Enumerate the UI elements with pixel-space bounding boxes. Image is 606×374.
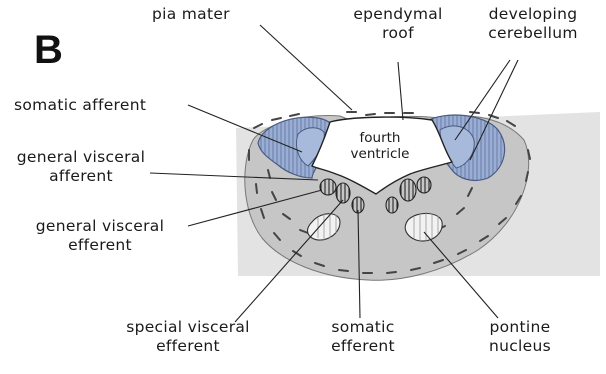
leader-ependymal-roof (398, 62, 403, 120)
label-somatic-afferent: somatic afferent (14, 96, 146, 115)
somatic-efferent-nucleus-right (386, 197, 398, 213)
label-general-visceral-efferent: general visceral efferent (14, 217, 186, 255)
label-pia-mater: pia mater (152, 5, 230, 24)
label-developing-cerebellum: developing cerebellum (472, 5, 594, 43)
general-visceral-efferent-nucleus-right (417, 177, 431, 193)
label-somatic-efferent: somatic efferent (320, 318, 406, 356)
label-ependymal-roof: ependymal roof (324, 5, 472, 43)
general-visceral-afferent-nucleus (320, 179, 336, 195)
label-pontine-nucleus: pontine nucleus (478, 318, 562, 356)
label-special-visceral-efferent: special visceral efferent (106, 318, 270, 356)
label-general-visceral-afferent: general visceral afferent (12, 148, 150, 186)
special-visceral-efferent-nucleus-right (400, 179, 416, 201)
label-fourth-ventricle: fourth ventricle (340, 130, 420, 162)
panel-letter: B (34, 28, 63, 72)
